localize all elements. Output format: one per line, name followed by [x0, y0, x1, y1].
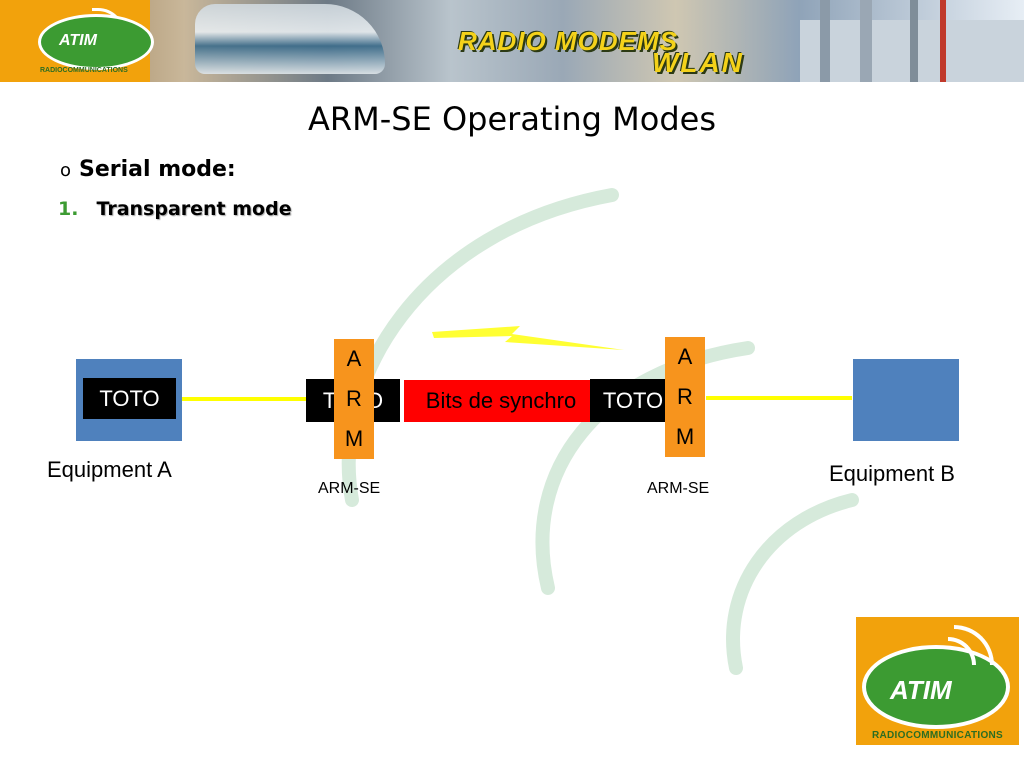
banner-product-line1: RADIO MODEMS	[458, 26, 678, 56]
radio-arc-small	[726, 493, 859, 675]
banner-logo: ATIM RADIOCOMMUNICATIONS	[0, 0, 154, 82]
arm-letter: M	[344, 426, 364, 451]
equipment-a-label: Equipment A	[47, 457, 172, 482]
arm-letter: R	[677, 384, 693, 409]
bullet-text: Serial mode:	[79, 157, 236, 182]
banner-logo-text: ATIM	[59, 32, 97, 49]
slide-title: ARM-SE Operating Modes	[308, 100, 716, 138]
arm-letter: R	[346, 386, 362, 411]
banner-logo-subtext: RADIOCOMMUNICATIONS	[40, 67, 128, 74]
footer-logo-subtext: RADIOCOMMUNICATIONS	[871, 730, 1004, 741]
equipment-b-box	[853, 359, 959, 441]
arm-letter: A	[677, 344, 693, 369]
arm-letter: A	[346, 346, 362, 371]
right-packet: TOTO	[590, 379, 676, 422]
right-modem-label: ARM-SE	[647, 480, 710, 497]
footer-logo-text: ATIM	[890, 675, 952, 705]
equipment-b-label: Equipment B	[829, 461, 955, 486]
footer-logo: ATIM	[856, 617, 1019, 745]
header-banner: ATIM RADIOCOMMUNICATIONS RADIO MODEMS WL…	[0, 0, 1024, 82]
arm-letter: M	[675, 424, 695, 449]
banner-logo-oval: ATIM	[38, 14, 154, 70]
left-modem-label: ARM-SE	[318, 480, 381, 497]
numbered-item-transparent-mode: 1. Transparent mode	[58, 198, 292, 220]
radio-wave-icon	[954, 625, 994, 665]
lightning-bolt-icon	[432, 326, 624, 350]
industrial-plant-image	[800, 0, 1024, 82]
numbered-index: 1.	[58, 198, 79, 220]
equipment-a-payload: TOTO	[83, 378, 176, 419]
bullet-mark: o	[60, 160, 72, 181]
train-image	[195, 4, 385, 74]
bullet-serial-mode: o Serial mode:	[60, 154, 236, 182]
sync-bits-block: Bits de synchro	[404, 380, 598, 422]
left-arm-modem: A R M	[334, 339, 374, 459]
right-arm-modem: A R M	[665, 337, 705, 457]
numbered-text: Transparent mode	[96, 198, 292, 220]
banner-product-line2: WLAN	[652, 47, 744, 78]
